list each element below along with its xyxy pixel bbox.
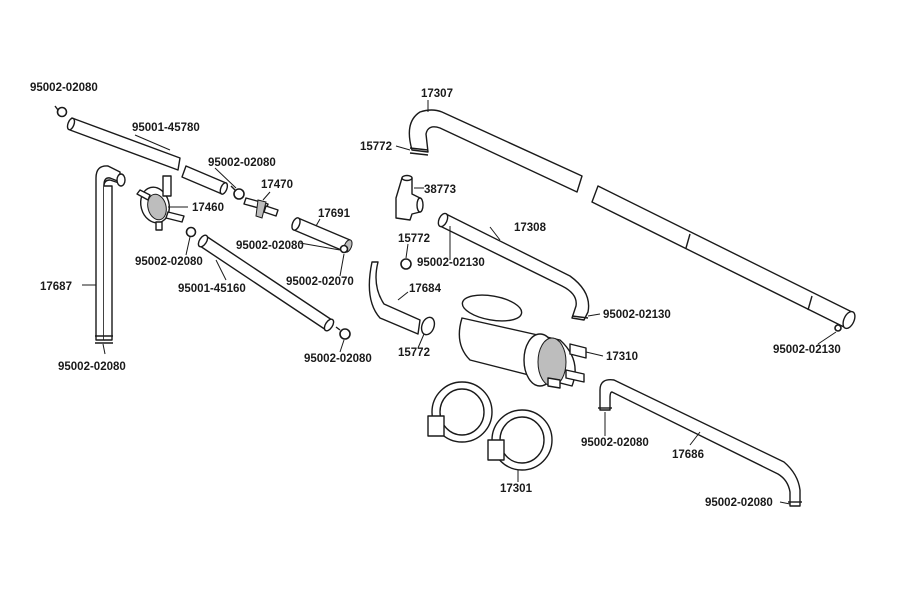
bracket-17301: [427, 381, 553, 471]
clamp-icon: [400, 258, 412, 270]
hose-17686: [598, 379, 802, 507]
label-hose-17686: 17686: [672, 449, 704, 461]
label-clamp-lower-mid: 95002-02080: [304, 353, 372, 365]
valve-17460: [136, 175, 197, 238]
label-clamp-under-valve: 95002-02080: [135, 256, 203, 268]
label-canister-17310: 17310: [606, 351, 638, 363]
label-pipe-17687: 17687: [40, 281, 72, 293]
part-labels: 95002-02080 95001-45780 95002-02080 1747…: [30, 82, 841, 509]
label-tee-38773: 38773: [424, 184, 456, 196]
leader-lines: [82, 100, 837, 505]
label-hose-17307: 17307: [421, 88, 453, 100]
label-clamp-top-left: 95002-02080: [30, 82, 98, 94]
hose-17308: [437, 212, 590, 321]
label-clamp-17691-end: 95002-02070: [286, 276, 354, 288]
tee-38773: [395, 174, 424, 221]
hose-17684: [368, 261, 436, 336]
label-clamp-17686-right: 95002-02080: [705, 497, 773, 509]
hose-95001-45780: [66, 117, 229, 195]
fitting-17470: [243, 197, 279, 219]
label-clamp-15772-low: 15772: [398, 347, 430, 359]
hose-95001-45160: [197, 234, 335, 332]
label-clamp-17686-left: 95002-02080: [581, 437, 649, 449]
clamp-icon: [230, 185, 245, 200]
label-hose-17684: 17684: [409, 283, 442, 295]
label-clamp-right-end: 95002-02130: [773, 344, 841, 356]
label-clamp-center: 95002-02080: [236, 240, 304, 252]
label-clamp-mid-left: 95002-02080: [208, 157, 276, 169]
label-clamp-17308-left: 95002-02130: [417, 257, 485, 269]
label-clamp-15772-top: 15772: [360, 141, 392, 153]
label-clamp-pipe-bottom: 95002-02080: [58, 361, 126, 373]
label-clamp-17308-right: 95002-02130: [603, 309, 671, 321]
clamp-icon: [335, 326, 351, 340]
hose-17691: [291, 217, 353, 254]
label-clamp-15772-mid: 15772: [398, 233, 430, 245]
label-brackets-17301: 17301: [500, 483, 533, 495]
label-fitting-17470: 17470: [261, 179, 293, 191]
label-hose-17308: 17308: [514, 222, 547, 234]
hose-17307: [408, 109, 856, 332]
label-hose-17691: 17691: [318, 208, 351, 220]
canister-17310: [458, 294, 587, 389]
pipe-17687: [95, 165, 126, 344]
clamp-icon: [54, 105, 68, 118]
label-hose-top-left: 95001-45780: [132, 122, 200, 134]
label-hose-lower-mid: 95001-45160: [178, 283, 246, 295]
label-valve-17460: 17460: [192, 202, 224, 214]
